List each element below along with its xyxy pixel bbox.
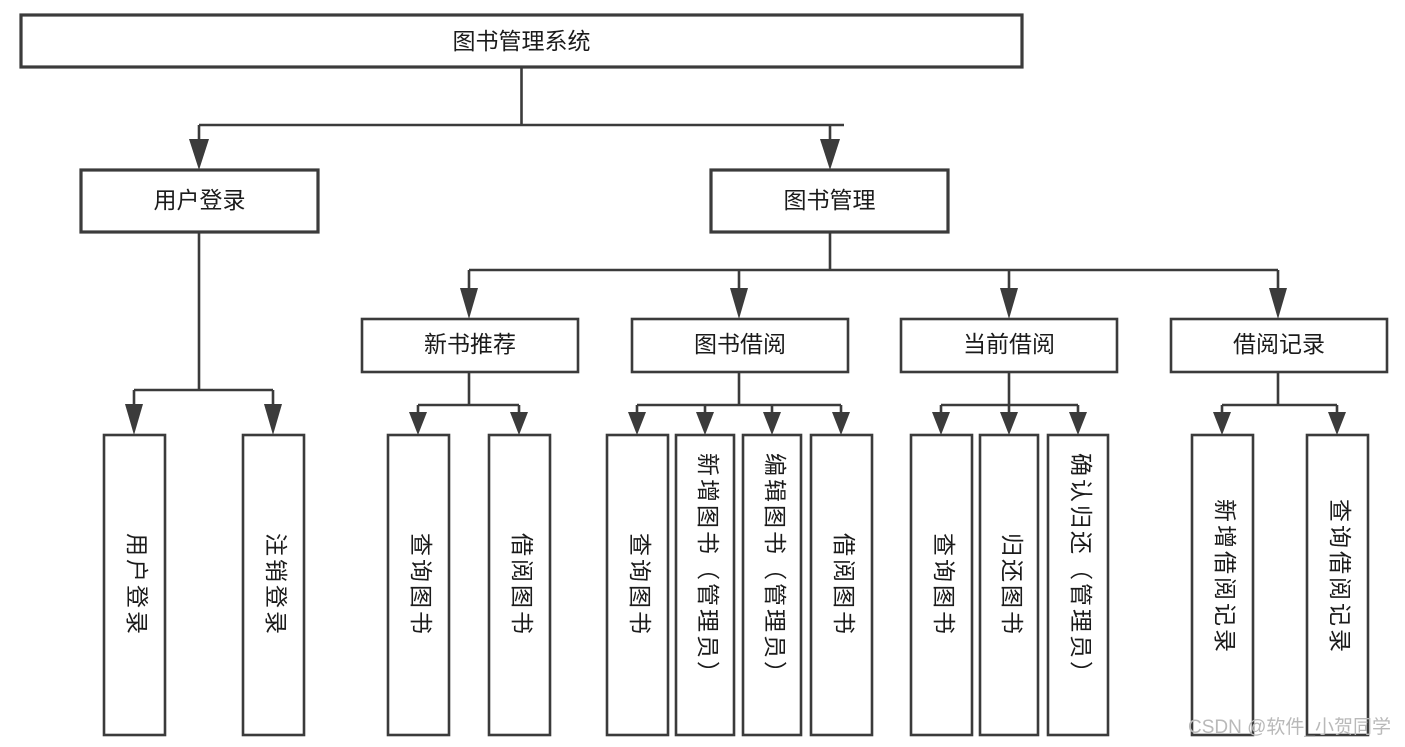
leaf-borrow-book-2-box[interactable] [809,433,874,737]
connector-layer [125,67,1346,435]
node-book-manage-label: 图书管理 [784,187,876,213]
leaf-user-login-box[interactable] [102,433,167,737]
leaf-confirm-return-box[interactable] [1046,433,1110,737]
leaf-query-book-2[interactable] [605,433,670,737]
node-current-borrow-box[interactable] [899,317,1119,374]
leaf-query-record-box[interactable] [1305,433,1370,737]
arrow-head-leaf-user-logout [264,404,282,435]
node-book-borrow[interactable]: 图书借阅 [630,317,850,374]
leaf-return-book-box[interactable] [978,433,1040,737]
leaf-query-record[interactable] [1305,433,1370,737]
leaf-label-layer: 用户登录 注销登录 查询图书 借阅图书 查询图书 新增图书（管理员） 编辑图书（… [124,453,1353,687]
leaf-query-book-1-box[interactable] [386,433,451,737]
node-user-login[interactable]: 用户登录 [79,168,320,234]
node-user-login-label: 用户登录 [154,187,246,213]
node-book-borrow-box[interactable] [630,317,850,374]
node-new-book-rec-label: 新书推荐 [424,331,516,357]
arrow-head-leaf-borrow-book-1 [510,412,528,435]
arrow-head-leaf-query-book-2 [628,412,646,435]
node-user-login-box[interactable] [79,168,320,234]
leaf-query-book-2-label: 查询图书 [627,533,653,637]
leaf-add-record[interactable] [1190,433,1255,737]
arrow-head-new-book-rec [460,288,478,319]
leaf-borrow-book-2[interactable] [809,433,874,737]
leaf-return-book[interactable] [978,433,1040,737]
leaf-add-record-label: 新增借阅记录 [1212,499,1238,655]
arrow-head-book-borrow [730,288,748,319]
leaf-confirm-return[interactable] [1046,433,1110,737]
leaf-borrow-book-1-label: 借阅图书 [509,533,535,637]
arrow-head-borrow-record [1269,288,1287,319]
arrow-head-leaf-query-record [1328,412,1346,435]
node-current-borrow[interactable]: 当前借阅 [899,317,1119,374]
arrow-head-user-login [189,139,209,170]
leaf-query-book-1-label: 查询图书 [408,533,434,637]
arrow-head-current-borrow [1000,288,1018,319]
node-borrow-record-box[interactable] [1169,317,1389,374]
node-root-box[interactable] [19,13,1024,69]
node-borrow-record-label: 借阅记录 [1233,331,1325,357]
leaf-query-book-3[interactable] [909,433,974,737]
node-book-borrow-label: 图书借阅 [694,331,786,357]
leaf-query-book-2-box[interactable] [605,433,670,737]
node-book-manage[interactable]: 图书管理 [709,168,950,234]
arrow-head-leaf-borrow-book-2 [832,412,850,435]
leaf-query-book-1[interactable] [386,433,451,737]
leaf-query-record-label: 查询借阅记录 [1327,499,1353,655]
node-current-borrow-label: 当前借阅 [963,331,1055,357]
node-root-label: 图书管理系统 [453,28,591,54]
arrow-head-leaf-query-book-1 [409,412,427,435]
arrow-head-leaf-query-book-3 [932,412,950,435]
leaf-edit-book[interactable] [741,433,803,737]
leaf-user-logout[interactable] [241,433,306,737]
leaf-borrow-book-1-box[interactable] [487,433,552,737]
leaf-user-login-label: 用户登录 [124,533,150,637]
leaf-edit-book-label: 编辑图书（管理员） [762,453,788,687]
node-book-manage-box[interactable] [709,168,950,234]
leaf-borrow-book-1[interactable] [487,433,552,737]
leaf-edit-book-box[interactable] [741,433,803,737]
node-borrow-record[interactable]: 借阅记录 [1169,317,1389,374]
leaf-query-book-3-box[interactable] [909,433,974,737]
node-new-book-rec[interactable]: 新书推荐 [360,317,580,374]
leaf-user-logout-box[interactable] [241,433,306,737]
leaf-add-book-label: 新增图书（管理员） [695,453,721,687]
arrow-head-leaf-add-record [1213,412,1231,435]
leaf-borrow-book-2-label: 借阅图书 [831,533,857,637]
arrow-head-leaf-add-book [696,412,714,435]
arrow-head-leaf-confirm-return [1069,412,1087,435]
leaf-query-book-3-label: 查询图书 [931,533,957,637]
arrow-head-leaf-user-login [125,404,143,435]
arrow-head-book-manage [820,139,840,170]
leaf-confirm-return-label: 确认归还（管理员） [1068,453,1094,687]
leaf-add-book-box[interactable] [674,433,736,737]
leaf-return-book-label: 归还图书 [999,533,1025,637]
leaf-user-login[interactable] [102,433,167,737]
arrow-head-leaf-edit-book [763,412,781,435]
node-new-book-rec-box[interactable] [360,317,580,374]
arrow-head-leaf-return-book [1000,412,1018,435]
leaf-user-logout-label: 注销登录 [263,533,289,637]
leaf-add-record-box[interactable] [1190,433,1255,737]
leaf-add-book[interactable] [674,433,736,737]
node-root[interactable]: 图书管理系统 [19,13,1024,69]
